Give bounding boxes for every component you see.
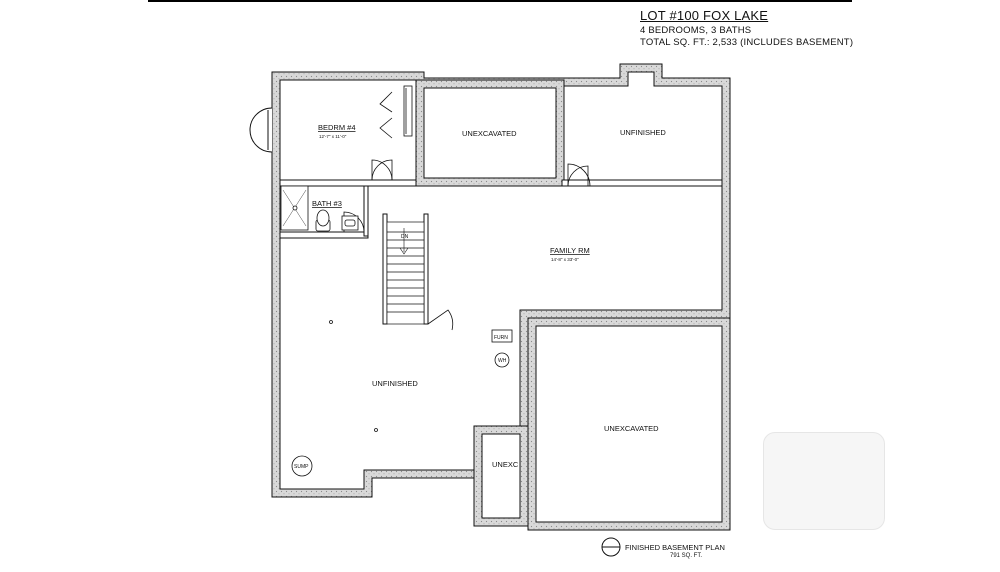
lot-title: LOT #100 FOX LAKE [640,8,769,23]
stairs [386,221,425,325]
bath-label: BATH #3 [312,199,342,208]
floor-drain [329,320,333,324]
floor-drain-2 [374,428,378,432]
plan-sqft: 791 SQ. FT. [670,553,703,559]
interior-walls [279,179,723,325]
left-margin [0,0,148,570]
furnace-label: FURN [494,335,508,341]
drawing-sheet [148,0,852,572]
unexcavated-right-label: UNEXCAVATED [604,424,659,433]
toilet-bowl [316,209,330,227]
unfinished-top-label: UNFINISHED [620,128,666,137]
water-heater-circle [494,352,510,368]
sump-pit [291,455,313,477]
unexc-small-walls [473,425,529,527]
family-room-dims: 14'-8" x 33'-0" [551,257,579,262]
plan-title: FINISHED BASEMENT PLAN [625,543,725,552]
title-block: LOT #100 FOX LAKE 4 BEDROOMS, 3 BATHS TO… [640,8,853,48]
unexcavated-top-label: UNEXCAVATED [462,129,517,138]
family-room-label: FAMILY RM [550,246,590,255]
bath-fixtures [280,185,359,232]
bedrooms-baths: 4 BEDROOMS, 3 BATHS [640,25,752,36]
closet-bifold-doors [379,85,413,139]
unexc-small-label: UNEXC [492,460,519,469]
bedroom-label: BEDRM #4 [318,123,356,132]
mechanical-equipment [291,320,513,477]
water-heater-label: WH [498,358,507,364]
bedroom-dims: 12'-7" x 11'-0" [319,134,347,139]
stair-down-note: DN [401,234,409,240]
bay-window [249,107,273,153]
total-sqft: TOTAL SQ. FT.: 2,533 (INCLUDES BASEMENT) [640,37,854,48]
sump-label: SUMP [294,464,309,470]
unfinished-main-label: UNFINISHED [372,379,418,388]
furnace-box [491,329,513,343]
plan-symbol-icon [601,537,621,557]
overlay-card [763,432,885,530]
